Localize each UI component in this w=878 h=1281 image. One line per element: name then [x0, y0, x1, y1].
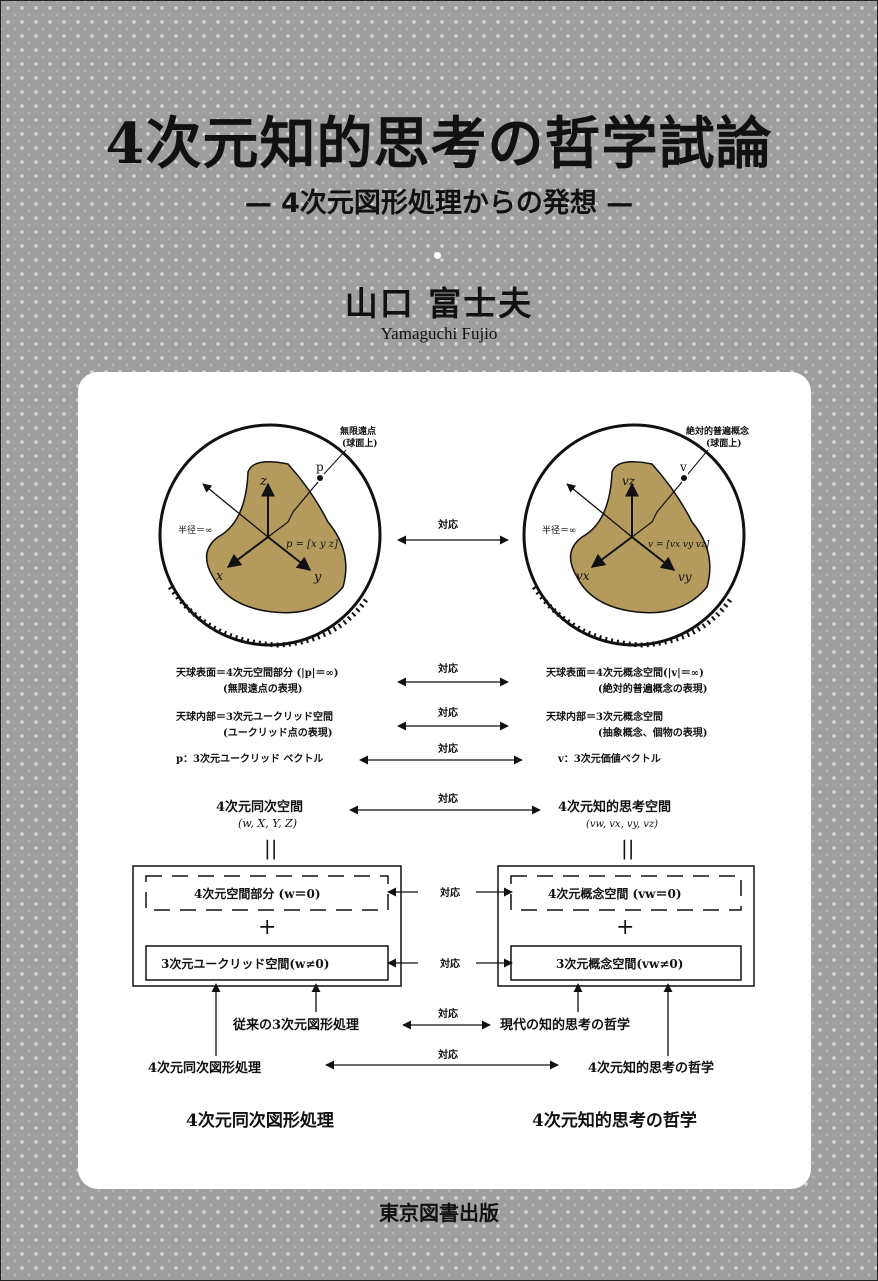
right-radius-label: 半径＝∞	[542, 524, 577, 536]
left-space-coords: (w, X, Y, Z)	[238, 817, 297, 830]
modern-philosophy: 現代の知的思考の哲学	[500, 1017, 630, 1033]
homogeneous-4d-processing: 4次元同次図形処理	[148, 1060, 261, 1076]
svg-text:対応: 対応	[437, 742, 458, 755]
right-vector-label: v = [vx vy vz]	[648, 540, 710, 550]
left-space-title: 4次元同次空間	[216, 799, 303, 815]
correspondence-row-1: 天球表面＝4次元空間部分 (|p|＝∞) (無限遠点の表現) 対応 天球表面＝4…	[176, 662, 707, 695]
svg-text:対応: 対応	[437, 706, 458, 719]
right-equals: ||	[621, 836, 634, 861]
right-decomposition-box: 4次元概念空間 (vw＝0) + 3次元概念空間(vw≠0)	[497, 865, 755, 987]
svg-text:(無限遠点の表現): (無限遠点の表現)	[223, 682, 302, 695]
left-equals: ||	[264, 836, 277, 861]
svg-text:対応: 対応	[439, 957, 460, 970]
right-celestial-sphere: vz vx vy v v = [vx vy vz] 半径＝∞ 絶対的普遍概念 (…	[522, 423, 749, 648]
concept-diagram: z x y p p = [x y z] 半径＝∞ 無限遠点 (球面上)	[132, 423, 755, 1131]
svg-text:対応: 対応	[437, 662, 458, 675]
left-axis-x: x	[216, 569, 224, 584]
publisher-name: 東京図書出版	[379, 1201, 499, 1225]
right-axis-vx: vx	[576, 569, 590, 583]
decorative-dot	[434, 252, 441, 259]
left-celestial-sphere: z x y p p = [x y z] 半径＝∞ 無限遠点 (球面上)	[158, 423, 382, 648]
left-radius-label: 半径＝∞	[178, 524, 213, 536]
svg-text:p：3次元ユークリッド ベクトル: p：3次元ユークリッド ベクトル	[176, 752, 323, 765]
right-space-title: 4次元知的思考空間	[558, 799, 671, 815]
diagram-panel: z x y p p = [x y z] 半径＝∞ 無限遠点 (球面上)	[78, 372, 811, 1189]
svg-text:(抽象概念、個物の表現): (抽象概念、個物の表現)	[598, 726, 707, 739]
author-name-romanized: Yamaguchi Fujio	[380, 324, 498, 343]
svg-text:天球表面＝4次元概念空間(|v|＝∞): 天球表面＝4次元概念空間(|v|＝∞)	[546, 666, 704, 679]
svg-text:対応: 対応	[439, 886, 460, 899]
right-axis-vz: vz	[622, 474, 636, 488]
left-caption: 4次元同次図形処理	[186, 1110, 334, 1131]
left-callout-line1: 無限遠点	[340, 425, 376, 437]
right-box-part1: 4次元概念空間 (vw＝0)	[548, 886, 682, 901]
right-box-part2: 3次元概念空間(vw≠0)	[556, 956, 683, 971]
right-space-coords: (vw, vx, vy, vz)	[586, 819, 658, 830]
book-subtitle: — 4次元図形処理からの発想 —	[244, 188, 634, 219]
left-box-part2: 3次元ユークリッド空間(w≠0)	[161, 956, 329, 971]
left-box-part1: 4次元空間部分 (w＝0)	[194, 886, 321, 901]
left-callout-line2: (球面上)	[342, 437, 378, 449]
right-callout-line1: 絶対的普遍概念	[686, 425, 749, 437]
svg-text:天球内部＝3次元ユークリッド空間: 天球内部＝3次元ユークリッド空間	[176, 710, 333, 723]
right-caption: 4次元知的思考の哲学	[532, 1110, 697, 1131]
left-axis-y: y	[313, 570, 322, 585]
left-axis-z: z	[259, 474, 267, 489]
left-point-label: p	[316, 460, 324, 474]
svg-text:対応: 対応	[437, 1048, 458, 1061]
right-point-label: v	[679, 460, 687, 474]
svg-text:(ユークリッド点の表現): (ユークリッド点の表現)	[223, 726, 332, 739]
correspondence-row-2: 天球内部＝3次元ユークリッド空間 (ユークリッド点の表現) 対応 天球内部＝3次…	[176, 706, 707, 739]
correspondence-row-3: p：3次元ユークリッド ベクトル 対応 v：3次元価値ベクトル	[176, 742, 661, 765]
author-name: 山口 富士夫	[344, 284, 534, 323]
svg-text:天球表面＝4次元空間部分 (|p|＝∞): 天球表面＝4次元空間部分 (|p|＝∞)	[176, 666, 339, 679]
right-axis-vy: vy	[678, 570, 692, 584]
svg-text:+: +	[616, 915, 634, 940]
svg-text:対応: 対応	[437, 792, 458, 805]
4d-thinking-philosophy: 4次元知的思考の哲学	[588, 1060, 714, 1076]
svg-text:対応: 対応	[437, 1007, 458, 1020]
left-decomposition-box: 4次元空間部分 (w＝0) + 3次元ユークリッド空間(w≠0)	[132, 865, 402, 987]
right-callout-line2: (球面上)	[706, 437, 742, 449]
svg-text:天球内部＝3次元概念空間: 天球内部＝3次元概念空間	[546, 710, 663, 723]
svg-text:v：3次元価値ベクトル: v：3次元価値ベクトル	[557, 752, 661, 765]
left-vector-label: p = [x y z]	[286, 539, 338, 550]
book-title: 4次元知的思考の哲学試論	[105, 111, 773, 177]
correspond-label-spheres: 対応	[437, 518, 458, 531]
svg-text:(絶対的普遍概念の表現): (絶対的普遍概念の表現)	[598, 682, 707, 695]
svg-text:+: +	[258, 915, 276, 940]
traditional-3d-processing: 従来の3次元図形処理	[232, 1017, 359, 1033]
